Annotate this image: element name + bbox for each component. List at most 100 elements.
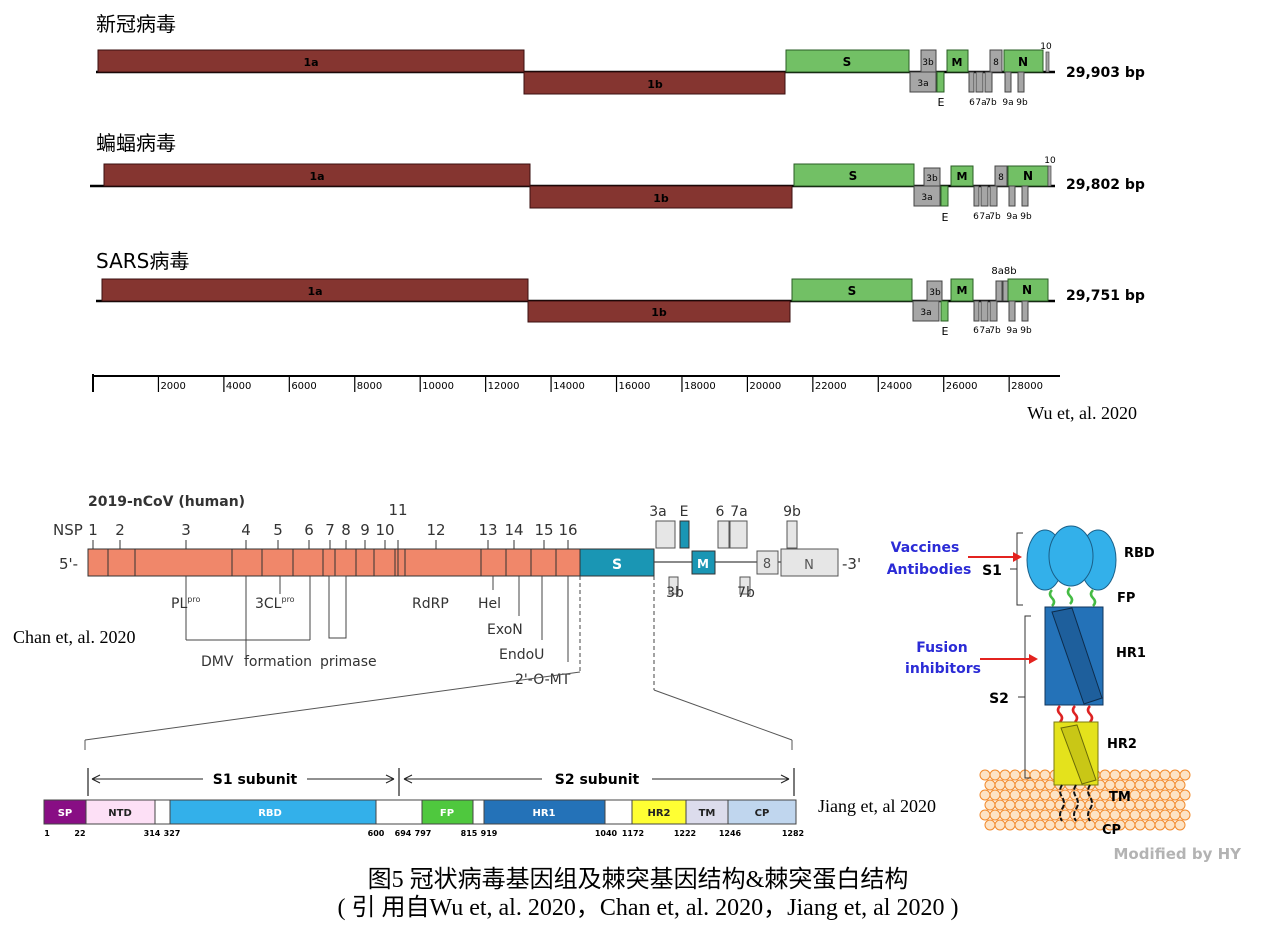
ncov-e-box: [679, 520, 690, 549]
lipid-head: [989, 809, 1001, 821]
m-gene-box: [950, 165, 974, 187]
lipid-head: [1124, 779, 1136, 791]
gene-3b-label: 3b: [926, 174, 938, 184]
lipid-head: [1169, 809, 1181, 821]
three-prime-label: -3': [842, 555, 861, 573]
lipid-head: [984, 799, 996, 811]
nsp-number-label: 4: [241, 521, 251, 539]
ncov-n-label: N: [804, 558, 814, 573]
s-gene-label: S: [848, 284, 857, 298]
lipid-head: [1164, 819, 1176, 831]
model-s2-label: S2: [989, 691, 1009, 707]
lipid-head: [1179, 809, 1191, 821]
ncov-3b-box: [668, 576, 679, 595]
orf1b-label: 1b: [647, 78, 663, 91]
gene-8-box: [994, 165, 1008, 187]
spike-position-label: 314: [144, 829, 161, 838]
lipid-head: [1029, 769, 1041, 781]
scale-tick-label: 4000: [226, 381, 251, 392]
e-gene-box: [940, 185, 949, 207]
lipid-head: [1054, 819, 1066, 831]
ncov-7b-label: 7b: [737, 585, 755, 601]
orf1a-box: [101, 278, 529, 302]
gene-9b-label: 9b: [1016, 98, 1028, 108]
ncov-8-box: [756, 550, 779, 575]
orf1a-box: [97, 49, 525, 73]
lipid-head: [1159, 809, 1171, 821]
lipid-head: [1174, 819, 1186, 831]
gene-8a-box: [995, 280, 1003, 302]
citation-wu: Wu et, al. 2020: [1027, 403, 1137, 423]
scale-tick-label: 22000: [815, 381, 847, 392]
lipid-head: [1009, 789, 1021, 801]
nsp-number-label: 15: [534, 521, 553, 539]
lipid-head: [979, 809, 991, 821]
nsp-number-label: 2: [115, 521, 125, 539]
spike-position-label: 797: [415, 829, 432, 838]
lipid-head: [1004, 799, 1016, 811]
hr1-label: HR1: [532, 808, 555, 819]
watermark: Modified by HY: [1113, 845, 1242, 863]
lipid-head: [1094, 799, 1106, 811]
gene-3a-label: 3a: [917, 79, 928, 89]
fp-domain: [421, 799, 474, 825]
gene-9a-label: 9a: [1006, 212, 1017, 222]
gene-8-label: 8: [993, 58, 999, 68]
ncov-m-box: [691, 550, 716, 575]
lipid-head: [1029, 809, 1041, 821]
gene-9b-box: [1017, 71, 1025, 93]
scale-tick-label: 6000: [291, 381, 316, 392]
ncov-3b-label: 3b: [666, 585, 684, 601]
lipid-head: [1014, 819, 1026, 831]
gene-3a-box: [913, 185, 941, 207]
gene-8b-box: [1002, 280, 1009, 302]
genome-size: 29,802 bp: [1066, 177, 1145, 193]
nsp-number-label: 14: [504, 521, 523, 539]
ncov-3a-label: 3a: [649, 504, 667, 520]
nsp-number-label: 11: [388, 501, 407, 519]
model-cp-label: CP: [1102, 823, 1121, 838]
lipid-head: [1109, 769, 1121, 781]
hr1-domain: [483, 799, 606, 825]
orf1b-box: [529, 185, 793, 209]
genome-title: SARS病毒: [96, 249, 189, 273]
gene-7b-label: 7b: [985, 98, 997, 108]
ncov-6-box: [717, 520, 730, 549]
lipid-head: [1034, 819, 1046, 831]
gene-3a-label: 3a: [921, 193, 932, 203]
fusion-label: Fusion: [916, 640, 968, 656]
rbd-domain: [169, 799, 377, 825]
inhibitors-label: inhibitors: [905, 661, 981, 677]
ncov-7a-box: [729, 520, 748, 549]
scale-tick-label: 20000: [749, 381, 781, 392]
lipid-head: [979, 769, 991, 781]
hr2-domain: [631, 799, 687, 825]
genome-sarscov2: 新冠病毒 1a 1b S 3b M 8 N 10 3a E 6 7a 7b 9a…: [96, 12, 1145, 109]
spike-position-label: 1246: [719, 829, 742, 838]
lipid-head: [1014, 779, 1026, 791]
model-rbd-label: RBD: [1124, 546, 1155, 561]
lipid-head: [1159, 789, 1171, 801]
s-gene-box: [793, 163, 915, 187]
scale-tick-label: 14000: [553, 381, 585, 392]
gene-7a-label: 7a: [975, 98, 986, 108]
lipid-head: [1014, 799, 1026, 811]
s-gene-box: [791, 278, 913, 302]
fp-squiggle-mid: [1066, 587, 1074, 605]
gene-10-box: [1047, 165, 1052, 187]
hr2-linker-left: [1056, 705, 1064, 723]
m-gene-box: [950, 278, 974, 302]
gene-7b-label: 7b: [989, 326, 1001, 336]
lipid-head: [984, 819, 996, 831]
lipid-head: [1009, 809, 1021, 821]
gene-6-label: 6: [969, 98, 975, 108]
hr2-linker-right: [1086, 705, 1094, 723]
lipid-head: [1159, 769, 1171, 781]
spike-position-label: 1172: [622, 829, 644, 838]
lipid-head: [1039, 769, 1051, 781]
rbd-label: RBD: [258, 808, 282, 819]
lipid-head: [1164, 799, 1176, 811]
spike-position-label: 22: [74, 829, 85, 838]
lipid-head: [1064, 819, 1076, 831]
